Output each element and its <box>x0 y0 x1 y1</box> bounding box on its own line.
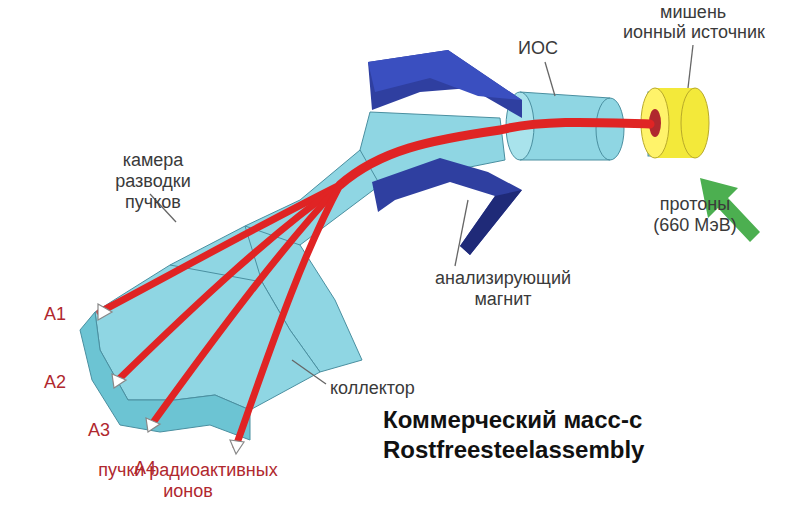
callout-label: A1 <box>44 304 66 325</box>
overlay-text: Rostfreesteelassembly <box>383 436 644 464</box>
overlay-text: Коммерческий масс-с <box>383 406 642 434</box>
note-label: пучки радиоактивных ионов <box>88 460 288 502</box>
part-label: мишень <box>660 2 726 23</box>
leader-lines <box>150 45 693 384</box>
callout-label: A3 <box>88 420 110 441</box>
callout-label: A2 <box>44 372 66 393</box>
part-label: протоны (660 МэВ) <box>640 194 750 236</box>
part-label: камера разводки пучков <box>88 150 218 213</box>
part-label: ИОС <box>518 38 558 59</box>
part-label: коллектор <box>330 378 415 399</box>
part-label: анализирующий магнит <box>428 268 578 310</box>
ion-beams <box>100 122 650 446</box>
part-label: ионный источник <box>608 22 780 43</box>
beam-tips <box>98 304 244 454</box>
